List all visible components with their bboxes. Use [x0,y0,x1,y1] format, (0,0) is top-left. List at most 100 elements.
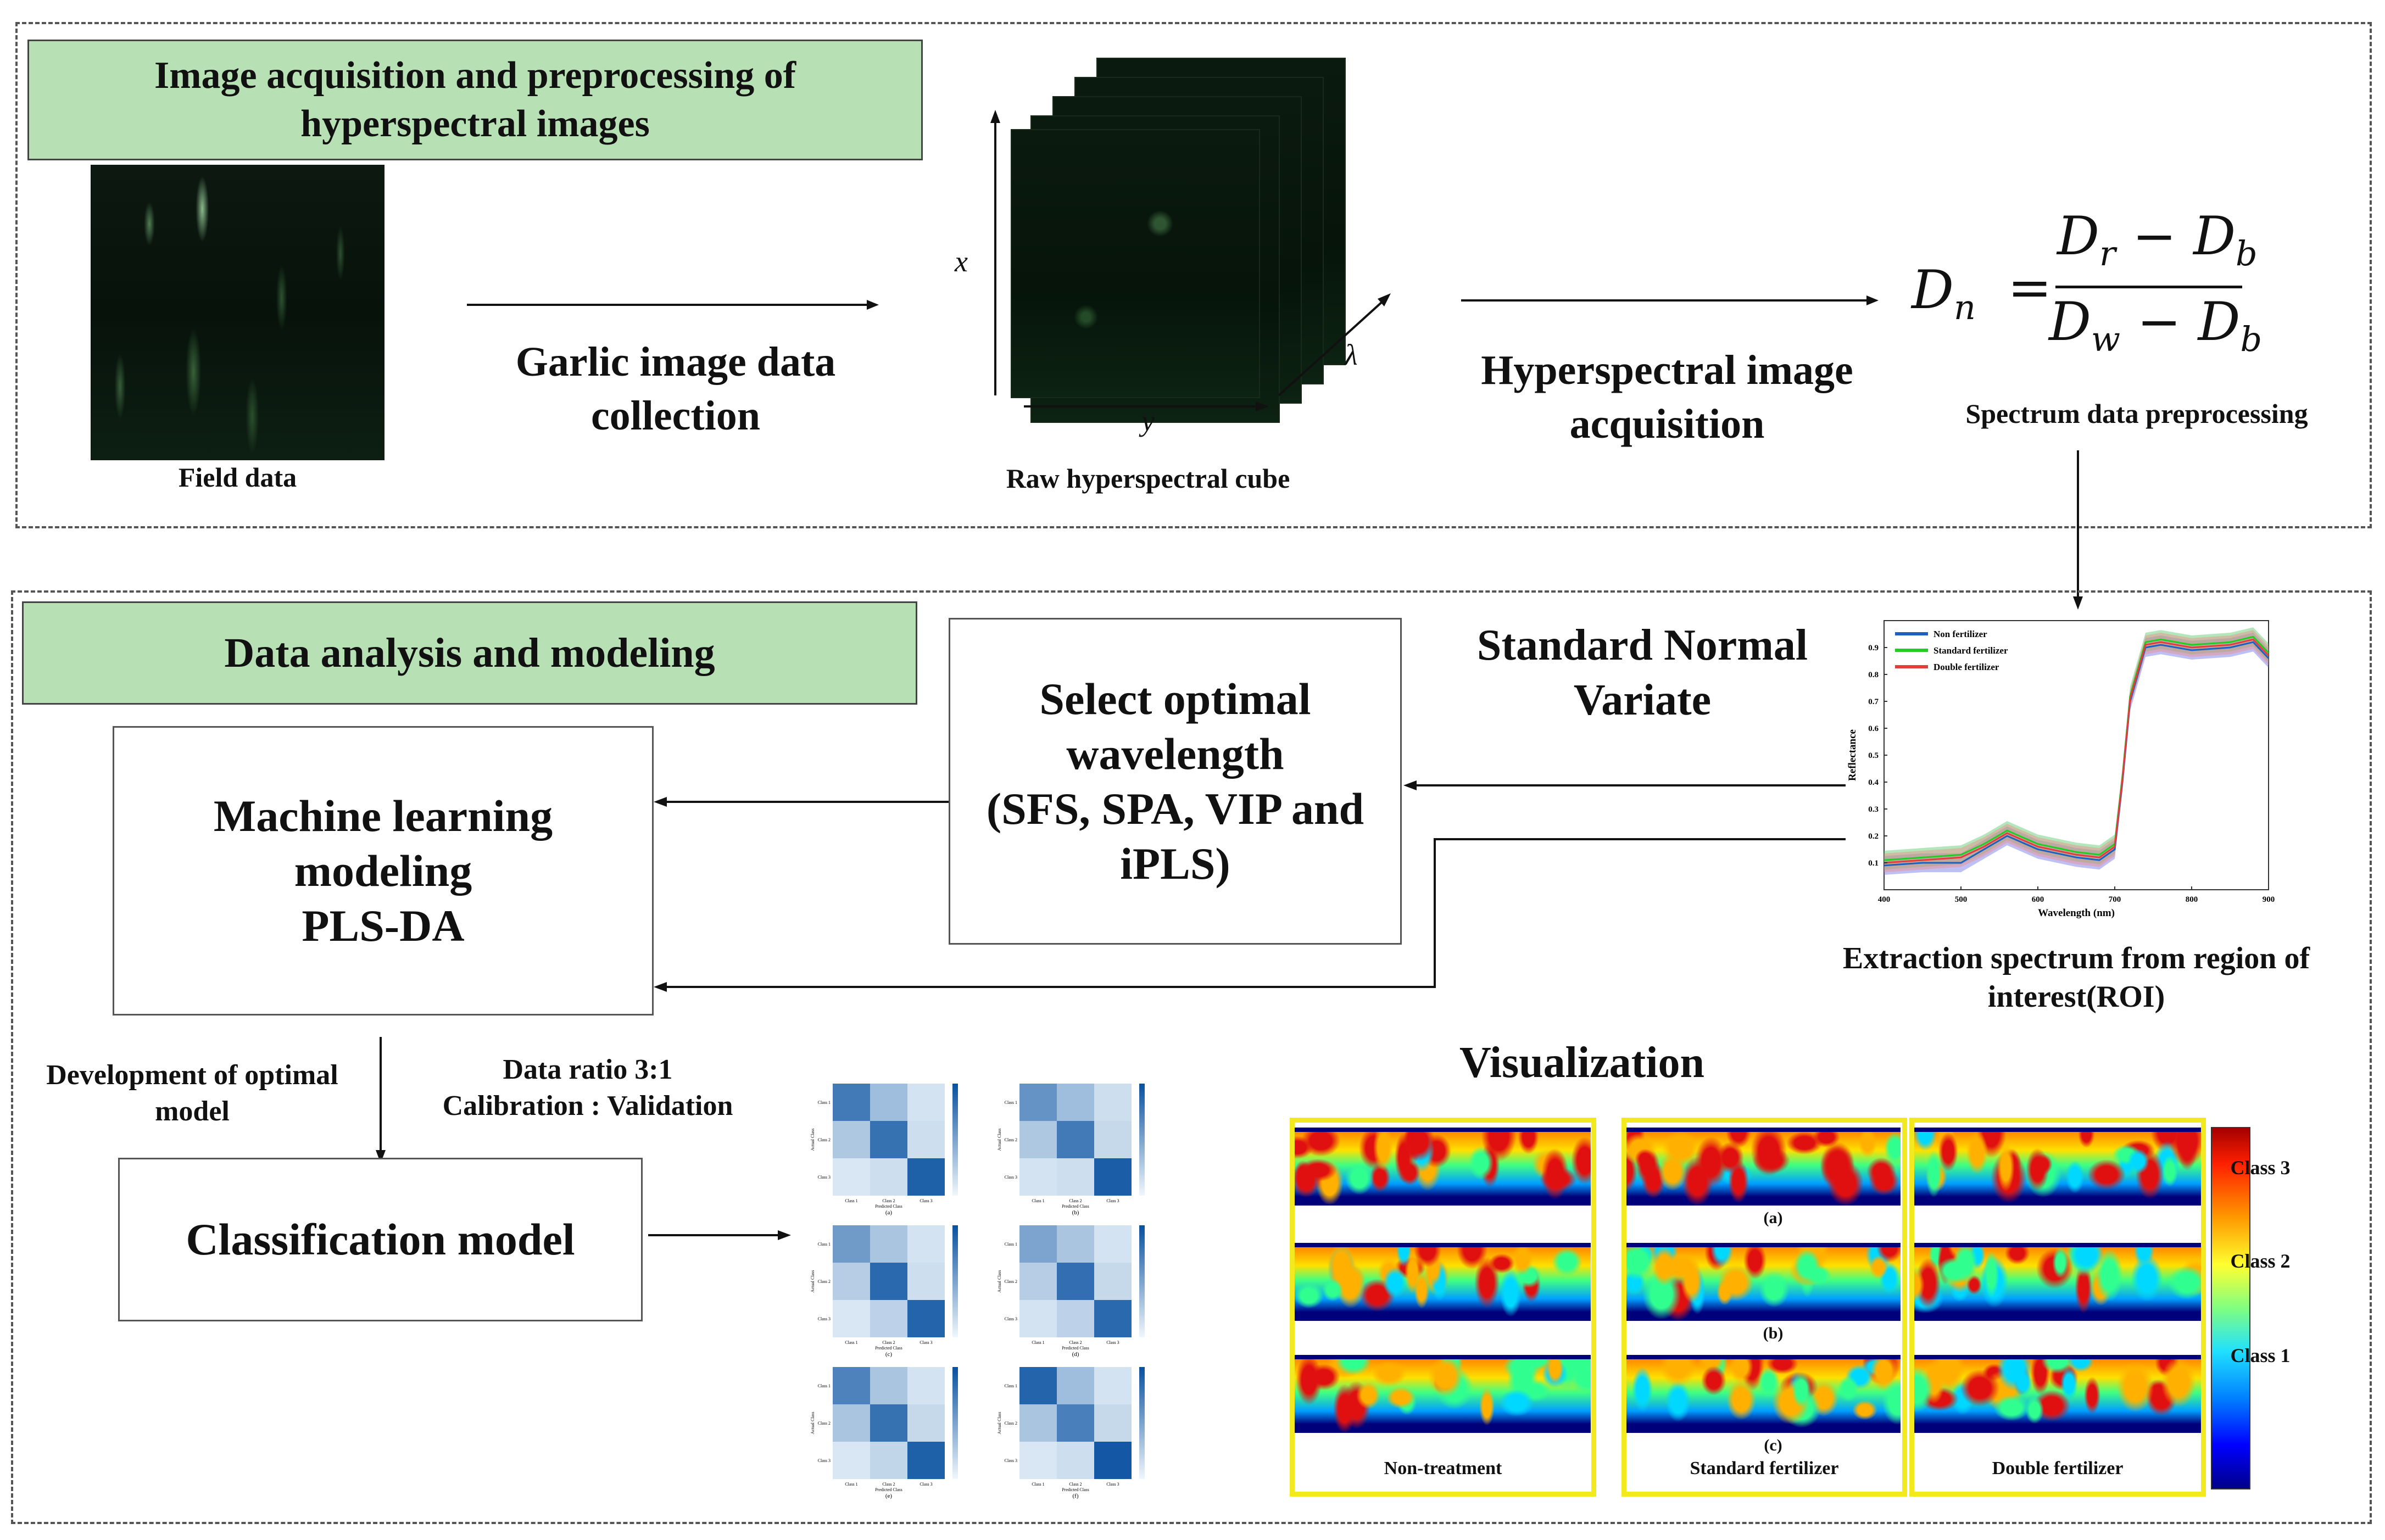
cm-cell [1057,1084,1094,1121]
x-tick-label: 600 [2032,895,2044,904]
cm-cell [1057,1263,1094,1300]
heatmap-r2-c3 [1914,1243,2202,1321]
cm-row-label: Class 1 [818,1100,831,1105]
cm-cell [1094,1225,1132,1263]
vis-column-frame-3 [1909,1118,2206,1497]
select-wavelength-box: Select optimal wavelength (SFS, SPA, VIP… [949,618,1402,945]
cm-row-label: Class 3 [1005,1316,1017,1321]
preprocessing-label: Spectrum data preprocessing [1965,398,2308,429]
vis-row-caption: (b) [1763,1324,1784,1342]
y-tick-label: 0.7 [1868,698,1879,706]
cm-cell [1019,1158,1057,1196]
cm-caption: (e) [885,1493,893,1499]
cm-row-label: Class 2 [818,1137,831,1142]
cm-caption: (f) [1073,1493,1079,1499]
cm-cell [1094,1084,1132,1121]
extraction-label: Extraction spectrum from region of inter… [1842,941,2310,1014]
cm-ylabel: Actual Class [810,1270,815,1293]
colorbar [2211,1127,2250,1489]
cube-axes [990,110,1391,411]
cm-col-label: Class 1 [845,1340,857,1345]
acquisition-label: Hyperspectral image acquisition [1481,347,1853,447]
cm-col-label: Class 1 [845,1198,857,1203]
legend-label-1: Non fertilizer [1933,629,1987,639]
cm-col-label: Class 1 [1032,1482,1044,1487]
cm-col-label: Class 1 [845,1482,857,1487]
y-tick-label: 0.1 [1868,859,1879,868]
cm-cell [870,1367,907,1404]
cm-cell [907,1404,945,1442]
cm-ylabel: Actual Class [997,1129,1002,1151]
arrow-to-confusion [648,1230,791,1240]
cm-row-label: Class 3 [818,1458,831,1463]
ratio-label: Data ratio 3:1 Calibration : Validation [442,1054,733,1121]
cm-cell [833,1121,870,1158]
axis-x-label: x [955,245,968,278]
cm-row-label: Class 2 [1005,1421,1017,1426]
y-tick-label: 0.4 [1868,778,1879,787]
cm-cell [1057,1404,1094,1442]
heatmap-r1-c2 [1626,1128,1901,1206]
confusion-matrix-grid: Class 1 Class 1 Class 2 Class 2 Class 3 Class… [807,1079,1181,1502]
arrow-to-spectrum [2073,450,2083,610]
acquisition-title: Image acquisition and preprocessing of h… [27,40,923,160]
x-tick-label: 700 [2109,895,2121,904]
cm-cell [1019,1442,1057,1479]
cm-col-label: Class 3 [1106,1340,1119,1345]
cm-col-label: Class 3 [920,1340,932,1345]
cm-caption: (a) [885,1209,893,1216]
cm-colorbar [952,1225,958,1337]
collect-label: Garlic image data collection [515,339,836,439]
cm-cell [1094,1263,1132,1300]
y-tick-label: 0.5 [1868,751,1879,760]
analysis-title: Data analysis and modeling [22,601,917,705]
cm-xlabel: Predicted Class [875,1346,902,1351]
cm-cell [1094,1121,1132,1158]
visualization-title: Visualization [1459,1039,1704,1087]
y-tick-label: 0.6 [1868,724,1879,733]
chart-series-line-3 [1884,638,2270,864]
cm-cell [870,1442,907,1479]
x-tick-label: 900 [2263,895,2275,904]
heatmap-r1-c1 [1294,1128,1591,1206]
cm-col-label: Class 3 [1106,1482,1119,1487]
vis-column-label: Double fertilizer [1992,1458,2124,1478]
vis-column-frame-1 [1290,1118,1596,1497]
cm-col-label: Class 3 [920,1482,932,1487]
cm-row-label: Class 1 [818,1383,831,1388]
heatmap-r3-c1 [1294,1355,1591,1433]
cm-row-label: Class 2 [1005,1279,1017,1284]
legend-label-2: Standard fertilizer [1933,645,2008,656]
cm-cell [907,1121,945,1158]
cm-colorbar [1139,1225,1145,1337]
colorbar-label-3: Class 3 [2230,1157,2291,1179]
cm-colorbar [952,1367,958,1479]
acquisition-panel [15,22,2372,528]
vis-column-label: Standard fertilizer [1690,1458,1839,1478]
cm-col-label: Class 2 [882,1340,895,1345]
cm-col-label: Class 1 [1032,1198,1044,1203]
cm-cell [1057,1121,1094,1158]
cm-cell [870,1084,907,1121]
analysis-panel [11,590,2372,1524]
arrow-acquisition [1461,295,1879,305]
cm-cell [870,1158,907,1196]
cm-cell [1019,1300,1057,1337]
cm-row-label: Class 3 [1005,1175,1017,1180]
cm-cell [907,1442,945,1479]
cm-cell [870,1225,907,1263]
cm-cell [1057,1367,1094,1404]
cm-cell [907,1158,945,1196]
cm-row-label: Class 1 [1005,1383,1017,1388]
cm-row-label: Class 2 [1005,1137,1017,1142]
cm-row-label: Class 2 [818,1421,831,1426]
heatmap-r3-c2 [1626,1355,1901,1433]
cm-colorbar [952,1084,958,1196]
heatmap-r2-c1 [1294,1243,1591,1321]
cm-cell [1057,1158,1094,1196]
